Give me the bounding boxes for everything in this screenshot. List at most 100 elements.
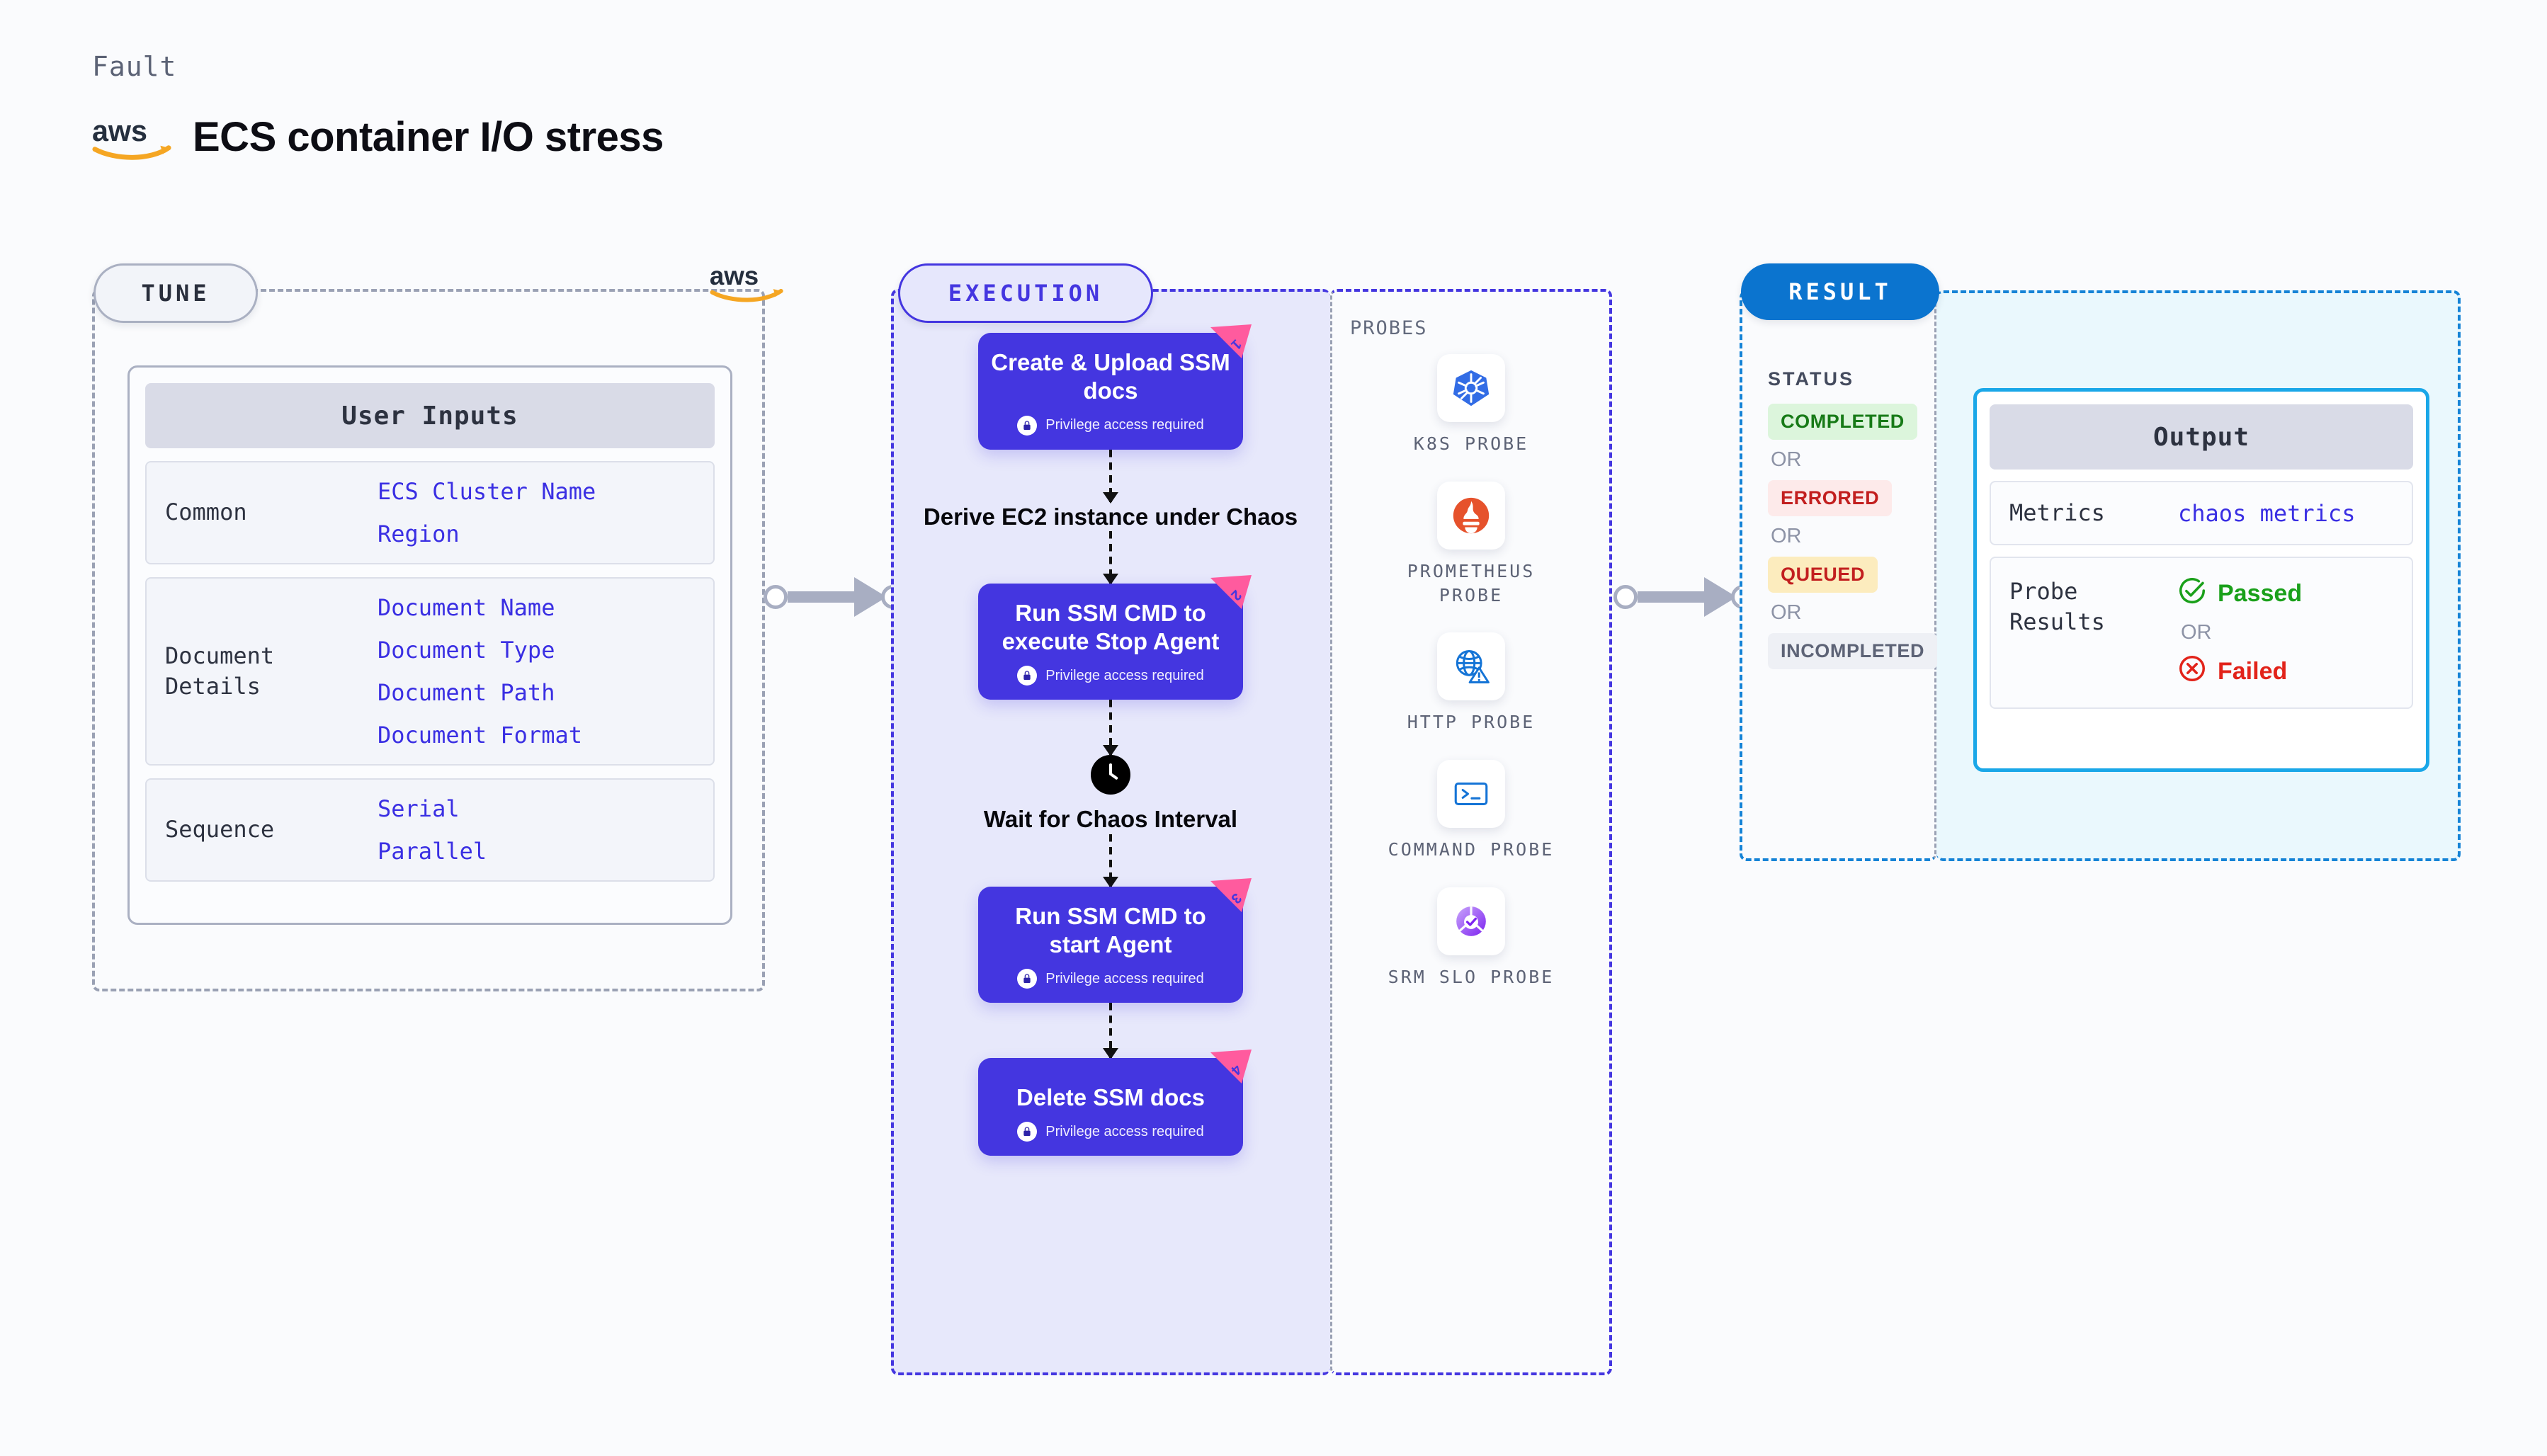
metrics-label: Metrics — [2009, 499, 2105, 526]
execution-step-plain: Derive EC2 instance under Chaos — [923, 503, 1298, 530]
step-title: Run SSM CMD to execute Stop Agent — [1002, 599, 1220, 654]
privilege-text: Privilege access required — [1045, 1123, 1204, 1139]
execution-step[interactable]: 2 Run SSM CMD to execute Stop Agent Priv… — [978, 574, 1252, 700]
status-or: OR — [1771, 448, 1802, 471]
step-title: Delete SSM docs — [1016, 1084, 1205, 1110]
step-title: Create & Upload SSM docs — [991, 349, 1230, 404]
output-metrics-row: Metrics chaos metrics — [1990, 481, 2413, 546]
privilege-text: Privilege access required — [1045, 970, 1204, 986]
user-inputs-title: User Inputs — [145, 383, 715, 448]
svg-text:aws: aws — [710, 261, 759, 290]
input-value[interactable]: Serial — [378, 795, 460, 822]
probe-item-k8s[interactable]: K8S PROBE — [1414, 354, 1528, 456]
probe-item-prometheus[interactable]: PROMETHEUS PROBE — [1386, 481, 1556, 608]
metrics-value[interactable]: chaos metrics — [2178, 499, 2356, 527]
flow-connector — [1103, 449, 1118, 504]
check-circle-icon — [2178, 576, 2206, 611]
tune-pill: TUNE — [93, 263, 258, 323]
flow-connector — [1103, 1003, 1118, 1059]
probe-label: PROMETHEUS PROBE — [1407, 560, 1536, 605]
output-title: Output — [1990, 404, 2413, 470]
step-privilege-note: Privilege access required — [991, 666, 1230, 686]
privilege-text: Privilege access required — [1045, 417, 1204, 433]
lock-icon — [1017, 666, 1038, 686]
input-value[interactable]: Parallel — [378, 838, 487, 865]
output-card: Output Metrics chaos metrics Probe Resul… — [1973, 388, 2429, 772]
arrow-bar — [788, 591, 858, 603]
input-value[interactable]: Document Format — [378, 722, 582, 749]
status-badge-errored: ERRORED — [1768, 480, 1893, 516]
execution-step[interactable]: 1 Create & Upload SSM docs Privilege acc… — [978, 324, 1252, 450]
input-value[interactable]: Document Path — [378, 679, 555, 706]
step-privilege-note: Privilege access required — [991, 969, 1230, 989]
kubernetes-icon — [1437, 354, 1505, 422]
tune-to-execution-arrow — [764, 577, 905, 617]
input-value[interactable]: Region — [378, 521, 460, 547]
probes-section-label: PROBES — [1350, 317, 1428, 339]
page-eyebrow: Fault — [92, 51, 177, 82]
step-title: Run SSM CMD to start Agent — [1015, 902, 1206, 957]
terminal-icon — [1436, 760, 1505, 828]
flow-connector — [1103, 700, 1118, 757]
privilege-text: Privilege access required — [1045, 667, 1204, 683]
input-group-label: Sequence — [165, 816, 275, 843]
x-circle-icon — [2178, 654, 2206, 689]
probe-label: K8S PROBE — [1413, 433, 1529, 454]
passed-label: Passed — [2218, 580, 2303, 608]
result-pill: RESULT — [1741, 263, 1939, 320]
output-probe-results-row: Probe Results Passed OR — [1990, 557, 2413, 710]
tune-aws-logo-icon: aws — [708, 261, 786, 305]
input-group-common: Common ECS Cluster Name Region — [145, 461, 715, 564]
probe-item-http[interactable]: HTTP PROBE — [1407, 632, 1536, 734]
probe-item-srm-slo[interactable]: SRM SLO PROBE — [1388, 887, 1555, 989]
probe-item-command[interactable]: COMMAND PROBE — [1388, 760, 1555, 862]
probe-label: COMMAND PROBE — [1388, 839, 1555, 860]
status-badge-incompleted: INCOMPLETED — [1768, 633, 1938, 669]
prometheus-icon — [1437, 481, 1505, 550]
arrow-start-dot — [1613, 585, 1638, 609]
step-number-ribbon-icon: 4 — [1209, 1048, 1253, 1085]
input-group-label: Document Details — [165, 642, 275, 700]
status-or: OR — [1771, 601, 1802, 624]
clock-icon — [1090, 755, 1130, 795]
probes-list: K8S PROBE PROMETHEUS PROBE — [1330, 354, 1612, 989]
execution-pill: EXECUTION — [898, 263, 1153, 323]
input-value[interactable]: Document Name — [378, 594, 555, 621]
page-title-row: aws ECS container I/O stress — [91, 113, 664, 161]
step-privilege-note: Privilege access required — [991, 1122, 1230, 1142]
input-value[interactable]: ECS Cluster Name — [378, 478, 596, 505]
lock-icon — [1017, 1122, 1038, 1142]
flow-connector — [1103, 834, 1118, 888]
flow-connector — [1103, 530, 1118, 585]
execution-flow: 1 Create & Upload SSM docs Privilege acc… — [898, 324, 1323, 1156]
user-inputs-card: User Inputs Common ECS Cluster Name Regi… — [127, 365, 732, 925]
status-or: OR — [1771, 525, 1802, 547]
status-label: STATUS — [1768, 368, 1854, 389]
input-group-document-details: Document Details Document Name Document … — [145, 577, 715, 766]
http-globe-icon — [1436, 632, 1505, 701]
probe-result-passed: Passed — [2178, 576, 2302, 611]
srm-slo-icon — [1436, 887, 1505, 955]
input-value[interactable]: Document Type — [378, 637, 555, 664]
aws-logo-icon: aws — [91, 114, 174, 161]
probe-result-failed: Failed — [2178, 654, 2302, 689]
status-badge-queued: QUEUED — [1768, 557, 1878, 593]
tune-panel — [92, 289, 765, 991]
probe-result-or: OR — [2181, 621, 2212, 644]
lock-icon — [1017, 969, 1038, 989]
step-title: Wait for Chaos Interval — [983, 806, 1238, 833]
arrow-start-dot — [764, 585, 788, 609]
status-list: COMPLETED OR ERRORED OR QUEUED OR INCOMP… — [1768, 404, 1938, 669]
execution-to-result-arrow — [1613, 577, 1755, 617]
arrow-bar — [1638, 591, 1708, 603]
probes-panel — [1330, 289, 1612, 1375]
probe-label: HTTP PROBE — [1407, 712, 1536, 733]
input-group-label: Common — [165, 499, 247, 526]
status-badge-completed: COMPLETED — [1768, 404, 1917, 440]
step-privilege-note: Privilege access required — [991, 415, 1230, 436]
execution-step[interactable]: 3 Run SSM CMD to start Agent Privilege a… — [978, 877, 1252, 1003]
probe-label: SRM SLO PROBE — [1388, 966, 1555, 987]
step-number-ribbon-icon: 1 — [1209, 323, 1253, 360]
execution-step[interactable]: 4 Delete SSM docs Privilege access requi… — [978, 1050, 1252, 1156]
